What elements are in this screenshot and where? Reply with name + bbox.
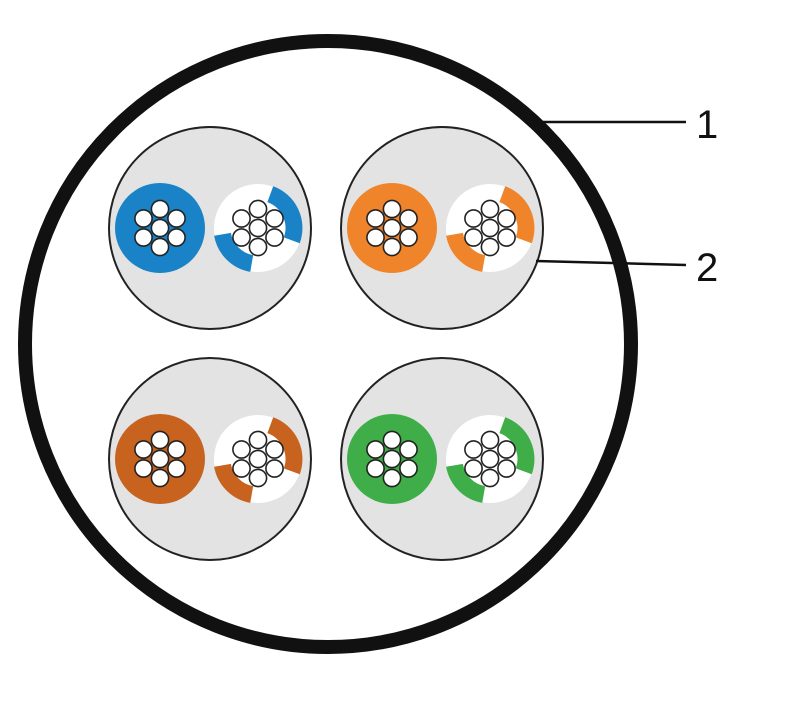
- pair-green: [340, 357, 544, 561]
- conductor-strand: [497, 228, 516, 247]
- conductor-strand: [480, 199, 500, 219]
- conductor-strand: [497, 440, 516, 459]
- pair-shield: [340, 357, 544, 561]
- conductor-strand: [248, 199, 268, 219]
- callout-leader-2: [535, 259, 687, 267]
- conductor-strand: [399, 459, 418, 478]
- conductor-strand: [480, 430, 500, 450]
- stripe-green: [446, 463, 486, 503]
- stripe-blue: [266, 186, 303, 244]
- conductor-strand: [265, 228, 284, 247]
- pair-shield: [340, 126, 544, 330]
- conductor-strand: [134, 228, 153, 247]
- pair-shield: [108, 126, 312, 330]
- pair-blue: [108, 126, 312, 330]
- conductor-strand: [480, 449, 500, 469]
- conductor-strand: [366, 459, 385, 478]
- conductor-strand: [150, 468, 170, 488]
- conductor-strand: [382, 218, 402, 238]
- conductor-strand: [480, 218, 500, 238]
- conductor-strand: [399, 440, 418, 459]
- conductor-strand: [150, 237, 170, 257]
- outer-jacket: [18, 34, 638, 654]
- conductor-strand: [464, 459, 483, 478]
- conductor-strand: [134, 440, 153, 459]
- stripe-blue: [214, 232, 254, 272]
- stripe-orange: [446, 232, 486, 272]
- stripe-orange: [498, 186, 535, 244]
- conductor-strand: [464, 209, 483, 228]
- conductor-strand: [382, 199, 402, 219]
- conductor-strand: [150, 449, 170, 469]
- conductor-strand: [232, 209, 251, 228]
- pair-brown: [108, 357, 312, 561]
- conductor-strand: [497, 209, 516, 228]
- conductor-strand: [382, 468, 402, 488]
- conductor-strand: [366, 228, 385, 247]
- conductor-strand: [382, 449, 402, 469]
- conductor-strand: [399, 209, 418, 228]
- conductor-strand: [232, 459, 251, 478]
- callout-label-1: 1: [696, 103, 718, 147]
- conductor-strand: [399, 228, 418, 247]
- conductor-strand: [150, 218, 170, 238]
- stripe-green: [498, 417, 535, 475]
- conductor-strand: [265, 459, 284, 478]
- conductor-strand: [150, 430, 170, 450]
- conductor-strand: [366, 440, 385, 459]
- conductor-strand: [497, 459, 516, 478]
- conductor-strand: [134, 209, 153, 228]
- pair-orange: [340, 126, 544, 330]
- conductor-strand: [265, 209, 284, 228]
- conductor-strand: [248, 430, 268, 450]
- conductor-strand: [366, 209, 385, 228]
- conductor-strand: [134, 459, 153, 478]
- conductor-strand: [167, 228, 186, 247]
- conductor-strand: [248, 237, 268, 257]
- callout-label-2: 2: [696, 246, 718, 290]
- stripe-brown: [266, 417, 303, 475]
- conductor-strand: [464, 228, 483, 247]
- callouts: 1 2: [534, 103, 718, 290]
- conductor-strand: [248, 468, 268, 488]
- pair-shield: [108, 357, 312, 561]
- conductor-strand: [248, 218, 268, 238]
- conductor-strand: [232, 440, 251, 459]
- conductor-strand: [232, 228, 251, 247]
- stripe-brown: [214, 463, 254, 503]
- conductor-strand: [464, 440, 483, 459]
- conductor-strand: [167, 459, 186, 478]
- conductor-strand: [382, 430, 402, 450]
- conductor-strand: [248, 449, 268, 469]
- conductor-strand: [167, 209, 186, 228]
- conductor-strand: [480, 237, 500, 257]
- conductor-strand: [167, 440, 186, 459]
- conductor-strand: [150, 199, 170, 219]
- conductor-strand: [480, 468, 500, 488]
- conductor-strand: [382, 237, 402, 257]
- conductor-strand: [265, 440, 284, 459]
- twisted-pairs: [108, 126, 544, 561]
